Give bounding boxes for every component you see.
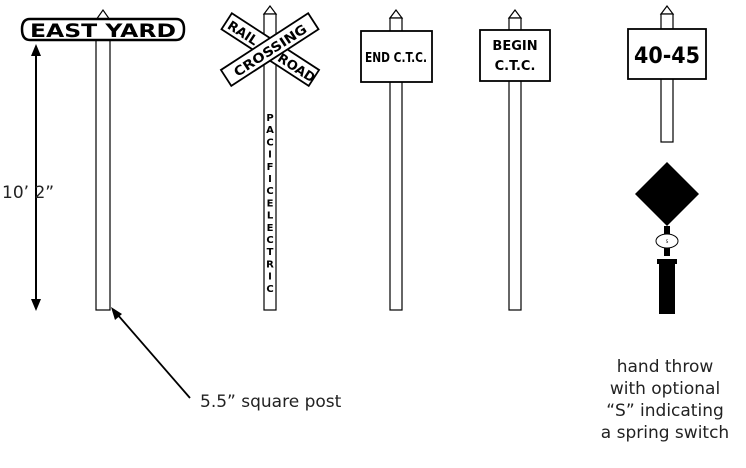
east-yard-sign-assembly: EAST YARD [20, 8, 186, 311]
east-yard-text: EAST YARD [30, 20, 176, 42]
height-dimension-label: 10’ 2” [2, 183, 55, 203]
switch-note-line: with optional [609, 379, 721, 399]
mile-post-text: 40-45 [634, 44, 700, 69]
post-letter: I [268, 272, 272, 283]
post-letter: R [266, 259, 274, 270]
post-letter: P [266, 113, 273, 124]
arrowhead-icon [111, 307, 122, 320]
begin-ctc-sign-assembly: BEGIN C.T.C. [479, 9, 551, 311]
crossbuck-post [263, 13, 277, 311]
post-letter: F [267, 162, 274, 173]
post-letter: C [266, 137, 273, 148]
east-yard-post [95, 19, 111, 311]
post-cap [659, 5, 675, 15]
post-letter: E [267, 198, 274, 209]
switch-note-line: “S” indicating [606, 401, 724, 421]
switch-stand-base [659, 264, 675, 314]
switch-note-line: hand throw [616, 357, 714, 377]
end-ctc-sign-assembly: END C.T.C. [360, 9, 433, 311]
switch-note: hand throw with optional “S” indicating … [584, 356, 746, 444]
arrowhead-up-icon [31, 44, 41, 56]
height-dimension [31, 44, 41, 311]
ctc-text: C.T.C. [495, 59, 536, 74]
s-plate-marking: S [666, 239, 669, 244]
switch-note-line: a spring switch [600, 423, 730, 443]
begin-ctc-board [479, 29, 551, 82]
post-size-leader [111, 307, 191, 399]
post-letter: C [266, 284, 273, 295]
begin-ctc-post [508, 17, 522, 311]
mile-post-board [627, 28, 707, 80]
arrowhead-down-icon [31, 299, 41, 311]
post-letter: E [267, 223, 274, 234]
post-letter: I [268, 150, 272, 161]
spring-switch-s-plate [655, 233, 679, 249]
post-letter: C [266, 235, 273, 246]
throw-lever-crossbar [657, 259, 677, 264]
end-ctc-post [389, 17, 403, 311]
mile-post-sign-assembly: 40-45 [627, 5, 707, 143]
end-ctc-text: END C.T.C. [365, 51, 427, 66]
post-letter: L [267, 211, 274, 222]
post-letter: I [268, 174, 272, 185]
post-letter: A [266, 125, 274, 136]
post-size-label: 5.5” square post [200, 392, 342, 412]
hand-throw-switch-stand: S [635, 162, 699, 314]
end-ctc-board [360, 30, 433, 83]
east-yard-board [20, 17, 186, 42]
post-letter: C [266, 186, 273, 197]
post-cap [507, 9, 523, 19]
post-letter: T [267, 247, 274, 258]
post-cap [262, 5, 278, 15]
begin-text: BEGIN [492, 39, 537, 54]
diamond-target-icon [635, 162, 699, 226]
crossbuck-arm-right-to-left [219, 12, 320, 88]
post-cap [388, 9, 404, 19]
